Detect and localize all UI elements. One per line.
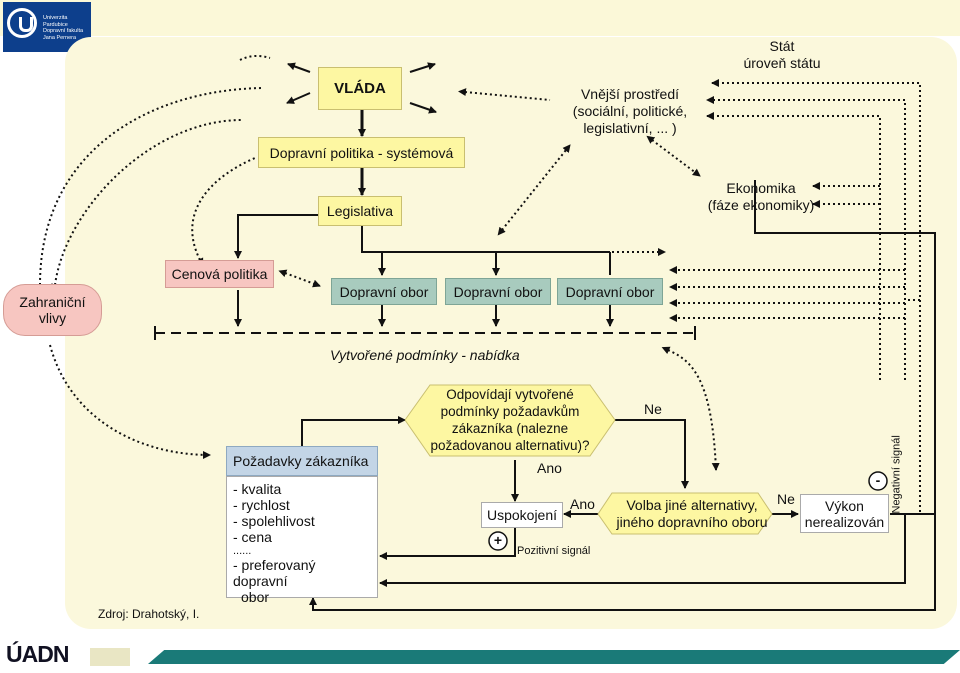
cenova-politika-box: Cenová politika — [165, 260, 274, 288]
stat-line: úroveň státu — [743, 55, 821, 71]
odpovidaji-label: Odpovídají vytvořené podmínky požadavkům… — [430, 386, 590, 454]
vnejsi-prostredi-line: (sociální, politické, — [572, 103, 688, 119]
dopravni-obor-box: Dopravní obor — [331, 278, 437, 305]
university-logo-mark — [7, 8, 37, 38]
pozadavky-list-box: - kvalita - rychlost - spolehlivost - ce… — [226, 476, 378, 605]
footer-bar-accent — [90, 648, 130, 666]
ne-label-top: Ne — [644, 401, 662, 417]
pozadavky-title-box: Požadavky zákazníka — [226, 446, 378, 476]
ekonomika-line: Ekonomika — [726, 180, 796, 196]
dopravni-obor-box: Dopravní obor — [557, 278, 663, 305]
vykon-box: Výkon nerealizován — [800, 494, 889, 533]
vlada-box: VLÁDA — [318, 67, 402, 110]
dopravni-obor-box: Dopravní obor — [445, 278, 551, 305]
ekonomika-label: Ekonomika (fáze ekonomiky) — [694, 180, 828, 214]
minus-sign: - — [875, 472, 881, 488]
volba-label: Volba jiné alternativy, jiného dopravníh… — [612, 497, 772, 531]
ano-label-top: Ano — [537, 460, 562, 476]
pozitivni-signal-label: Pozitivní signál — [517, 545, 591, 557]
zahranicni-line: Zahraniční — [19, 294, 86, 310]
volba-line: Volba jiné alternativy, — [626, 497, 758, 513]
logo-line: Dopravní fakulta — [43, 28, 84, 34]
vnejsi-prostredi-label: Vnější prostředí (sociální, politické, l… — [565, 86, 695, 137]
stat-line: Stát — [769, 38, 795, 54]
stat-label: Stát úroveň státu — [737, 38, 827, 72]
pozadavky-item: - cena — [233, 529, 272, 545]
odpovidaji-line: zákazníka (nalezne — [451, 421, 569, 436]
pozadavky-item: obor — [241, 589, 270, 605]
pozadavky-item: - kvalita — [233, 481, 282, 497]
vnejsi-prostredi-line: Vnější prostředí — [580, 86, 680, 102]
vytvorene-podminky-label: Vytvořené podmínky - nabídka — [330, 347, 520, 363]
pozadavky-item: - preferovaný dopravní — [233, 557, 316, 589]
ano-label-mid: Ano — [570, 496, 595, 512]
logo-line: Univerzita — [43, 15, 68, 21]
ne-label-mid: Ne — [777, 491, 795, 507]
pozadavky-item: ...... — [233, 545, 252, 557]
odpovidaji-line: požadovanou alternativu)? — [430, 438, 590, 453]
source-label: Zdroj: Drahotský, I. — [98, 607, 200, 621]
vykon-line: Výkon — [825, 497, 864, 514]
legislativa-box: Legislativa — [318, 196, 402, 226]
pozadavky-item: - rychlost — [233, 497, 290, 513]
odpovidaji-line: Odpovídají vytvořené — [446, 387, 574, 402]
footer-logo: ÚADN — [6, 641, 69, 667]
zahranicni-line: vlivy — [38, 310, 67, 326]
odpovidaji-line: podmínky požadavkům — [440, 404, 580, 419]
pozadavky-item: - spolehlivost — [233, 513, 315, 529]
ekonomika-line: (fáze ekonomiky) — [707, 197, 815, 213]
logo-line: Pardubice — [43, 21, 68, 28]
negativni-signal-label: Negativní signál — [890, 435, 903, 514]
plus-sign: + — [493, 532, 503, 548]
zahranicni-vlivy-box: Zahraniční vlivy — [3, 284, 102, 336]
dopravni-politika-box: Dopravní politika - systémová — [258, 137, 465, 168]
logo-line: Jana Pernera — [43, 34, 77, 41]
vnejsi-prostredi-line: legislativní, ... ) — [583, 120, 677, 136]
footer-bar — [148, 650, 960, 664]
volba-line: jiného dopravního oboru — [616, 514, 768, 530]
uspokojeni-box: Uspokojení — [481, 502, 563, 528]
vykon-line: nerealizován — [804, 513, 885, 530]
top-band — [0, 0, 960, 36]
